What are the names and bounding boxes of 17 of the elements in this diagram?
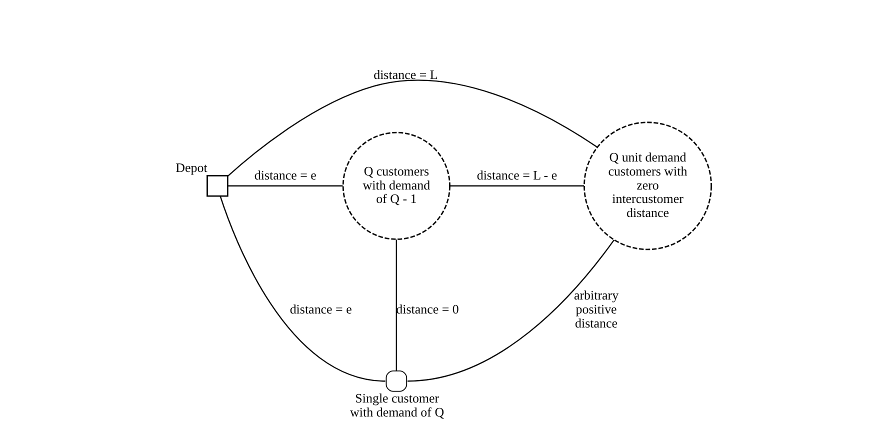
connector bbox=[408, 240, 615, 382]
node-label: Single customer with demand of Q bbox=[350, 390, 444, 420]
edge-label: distance = e bbox=[290, 302, 352, 317]
edge-label: distance = L - e bbox=[476, 168, 558, 183]
node-circle: Q customers with demand of Q - 1 bbox=[342, 132, 450, 240]
edge-label: distance = L bbox=[374, 66, 438, 82]
connector bbox=[220, 196, 386, 382]
node-box bbox=[206, 175, 228, 197]
node-label: Depot bbox=[176, 160, 208, 176]
connector bbox=[227, 80, 598, 177]
node-circle: Q unit demand customers with zero intercustomer distance bbox=[584, 122, 712, 250]
edge-label: distance = e bbox=[254, 168, 316, 183]
edge-label: distance = 0 bbox=[396, 302, 459, 317]
connector bbox=[450, 185, 584, 186]
connector bbox=[228, 185, 343, 186]
connector bbox=[396, 240, 398, 371]
edge-label: arbitrary positive distance bbox=[574, 288, 619, 331]
